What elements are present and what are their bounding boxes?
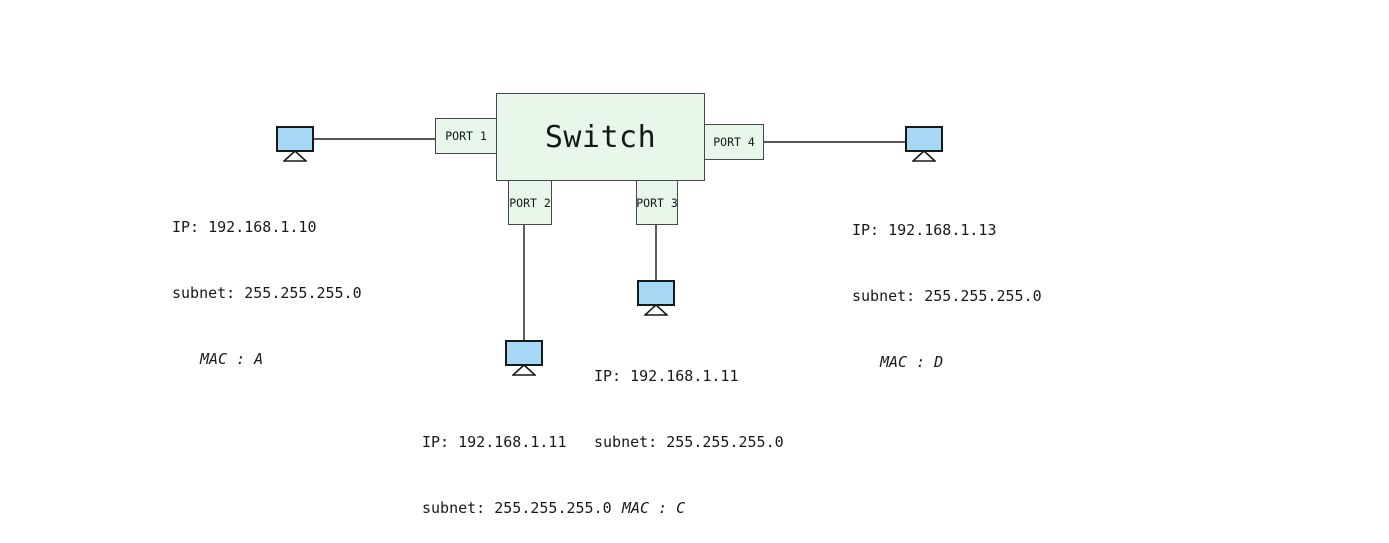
monitor-screen-icon bbox=[276, 126, 314, 152]
monitor-stand-icon bbox=[644, 305, 668, 316]
monitor-screen-icon bbox=[905, 126, 943, 152]
host-d-ip: IP: 192.168.1.13 bbox=[852, 221, 997, 239]
host-a-label-block: IP: 192.168.1.10 subnet: 255.255.255.0 M… bbox=[172, 172, 362, 414]
host-c-ip: IP: 192.168.1.11 bbox=[594, 367, 739, 385]
port-2-box[interactable]: PORT 2 bbox=[508, 180, 552, 225]
switch-label: Switch bbox=[544, 119, 657, 155]
host-d-mac: MAC : D bbox=[880, 353, 944, 371]
host-a-ip: IP: 192.168.1.10 bbox=[172, 218, 317, 236]
port-1-box[interactable]: PORT 1 bbox=[435, 118, 497, 154]
switch-node[interactable] bbox=[496, 93, 705, 181]
host-c-label-block: IP: 192.168.1.11 subnet: 255.255.255.0 M… bbox=[594, 321, 784, 543]
port-3-box[interactable]: PORT 3 bbox=[636, 180, 678, 225]
monitor-screen-icon bbox=[505, 340, 543, 366]
host-b-ip: IP: 192.168.1.11 bbox=[422, 433, 567, 451]
port-4-box[interactable]: PORT 4 bbox=[704, 124, 764, 160]
host-a-mac: MAC : A bbox=[200, 350, 264, 368]
host-c-subnet: subnet: 255.255.255.0 bbox=[594, 433, 784, 451]
host-b-label-block: IP: 192.168.1.11 subnet: 255.255.255.0 M… bbox=[422, 387, 612, 543]
host-a-subnet: subnet: 255.255.255.0 bbox=[172, 284, 362, 302]
host-c-mac: MAC : C bbox=[622, 499, 686, 517]
monitor-screen-icon bbox=[637, 280, 675, 306]
host-d-label-block: IP: 192.168.1.13 subnet: 255.255.255.0 M… bbox=[852, 175, 1042, 417]
host-b-subnet: subnet: 255.255.255.0 bbox=[422, 499, 612, 517]
monitor-stand-icon bbox=[912, 151, 936, 162]
monitor-stand-icon bbox=[512, 365, 536, 376]
host-d-subnet: subnet: 255.255.255.0 bbox=[852, 287, 1042, 305]
monitor-stand-icon bbox=[283, 151, 307, 162]
